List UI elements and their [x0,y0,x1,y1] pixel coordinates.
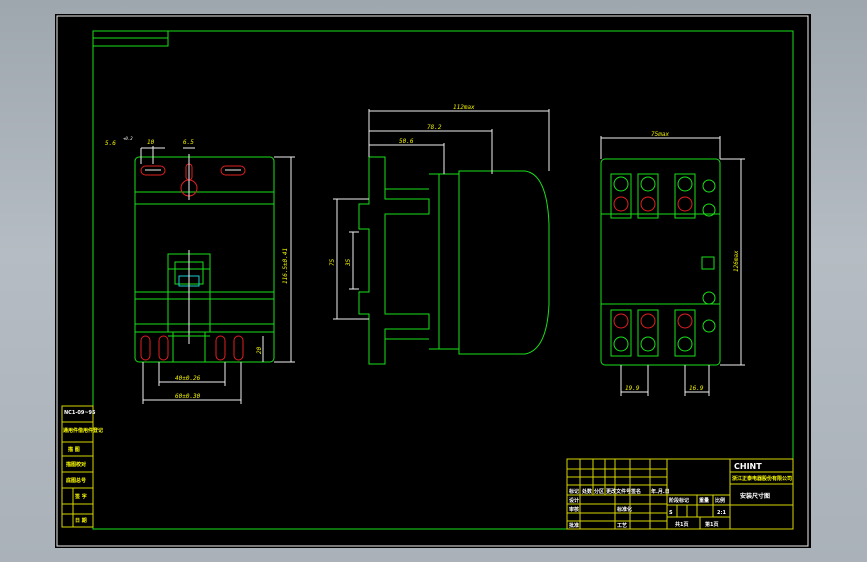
label-date: 年.月.日 [651,488,670,495]
terminal-top-2 [640,196,656,212]
side-registration-table: NC1-09~95 通用件借用件登记 描 图 描图校对 底图总号 签 字 日 期 [61,405,103,528]
label-mark: 标记 [568,488,579,495]
company-name: 浙江正泰电器股份有限公司 [732,475,792,482]
side-view: 112max 78.2 50.6 75 35 [329,104,550,365]
cad-drawing-canvas: 5.6 +0.2 10 6.5 116.5±0.41 20 40±0.26 60… [56,15,809,547]
label-weight: 重量 [699,497,709,504]
label-design: 设计 [569,497,579,504]
dim-overall-depth: 112max [453,104,475,111]
terminal-bottom-1 [613,313,629,329]
mount-slot-right [220,165,246,176]
dim-front-height: 116.5±0.41 [282,248,289,284]
side-row-0: NC1-09~95 [64,410,96,416]
label-approve: 批准 [569,522,579,529]
cad-viewport[interactable]: 5.6 +0.2 10 6.5 116.5±0.41 20 40±0.26 60… [55,14,811,548]
dim-width-inner: 40±0.26 [175,375,201,382]
terminal-bottom-3 [677,313,693,329]
label-count: 处数 [581,488,593,495]
side-row-4: 底图总号 [65,477,86,484]
label-standard: 标准化 [616,506,632,513]
title-block: 标记 处数 分区 更改文件号 签名 年.月.日 设计 审核 标准化 工艺 批准 … [566,458,794,530]
terminal-slot-3 [215,335,226,361]
terminal-top-1 [613,196,629,212]
label-change: 更改文件号 [606,488,631,495]
mount-slot-left [140,165,166,176]
dim-width-outer: 60±0.30 [175,393,201,400]
dim-rail-inner: 35 [345,258,352,267]
cover-outline [458,170,550,355]
side-row-6: 日 期 [75,517,87,524]
sheet-no: 第1页 [705,521,718,528]
dim-slot-width: 5.6 [105,140,116,147]
label-check: 审核 [569,506,579,513]
dim-terminal-edge: 16.9 [689,385,704,392]
label-zone: 分区 [594,488,604,495]
terminal-slot-1 [140,335,151,361]
scale-value: 2:1 [717,510,726,516]
terminal-body-outline [600,158,721,366]
dim-short-depth: 50.6 [399,138,414,145]
dim-bottom-gap: 20 [256,346,263,354]
dim-rail-outer: 75 [329,258,336,266]
side-row-1: 通用件借用件登记 [63,427,103,434]
side-row-2: 描 图 [67,446,80,453]
terminal-view: 75max 126max 19.9 16.9 [600,131,745,396]
terminal-slot-4 [233,335,244,361]
dim-terminal-height: 126max [733,250,740,272]
terminal-top-3 [677,196,693,212]
side-row-5: 签 字 [74,493,87,500]
sheet-total: 共1页 [675,521,688,528]
dim-top-a: 10 [147,139,155,146]
drawing-frame [92,30,794,530]
dim-top-b: 6.5 [183,139,194,146]
outer-sheet-border [56,15,809,547]
brand-logo: CHINT [734,462,762,471]
label-sign: 签名 [630,488,641,495]
dim-terminal-pitch: 19.9 [625,385,640,392]
dim-terminal-width: 75max [651,131,669,138]
stage-value: S [669,510,673,516]
terminal-bottom-2 [640,313,656,329]
dim-slot-tolerance: +0.2 [123,136,133,141]
label-stage-mark: 阶段标记 [669,497,689,504]
label-scale: 比例 [715,497,725,504]
drawing-title: 安装尺寸图 [740,492,770,500]
terminal-slot-2 [158,335,169,361]
front-body-outline [134,156,275,363]
rail-clip-outline [358,156,430,365]
front-view: 5.6 +0.2 10 6.5 116.5±0.41 20 40±0.26 60… [105,136,295,404]
dim-mid-depth: 78.2 [427,124,442,131]
label-craft: 工艺 [617,522,627,529]
side-row-3: 描图校对 [65,461,86,468]
